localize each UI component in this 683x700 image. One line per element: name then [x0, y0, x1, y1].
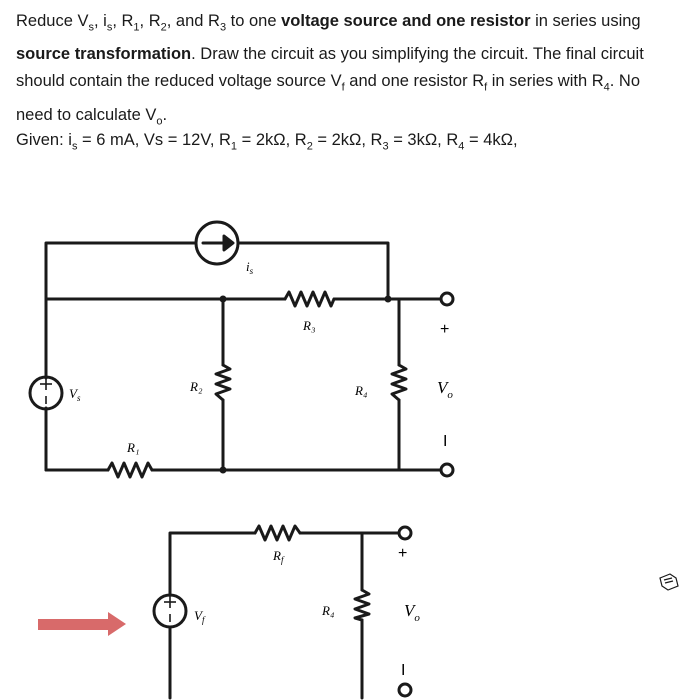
- text: = 3kΩ, R: [388, 131, 459, 149]
- text: in series using: [530, 12, 641, 30]
- text: . Draw the circuit as you simplifying th…: [16, 45, 644, 91]
- problem-statement: Reduce Vs, is, R1, R2, and R3 to one vol…: [16, 8, 680, 135]
- text: 4: [603, 81, 610, 94]
- label-is: is: [246, 259, 254, 276]
- label-vs: Vs: [69, 386, 81, 403]
- text: = 2kΩ, R: [312, 131, 383, 149]
- terminal-icon: [439, 462, 455, 478]
- label-r4b: R₄: [321, 603, 335, 618]
- text: 4: [458, 140, 465, 153]
- resistor-r4b-icon: [353, 588, 371, 622]
- arrow-icon: [38, 612, 126, 636]
- text: 2: [160, 21, 167, 34]
- minus-sign: I: [443, 433, 447, 450]
- terminal-icon: [397, 525, 413, 541]
- text: f: [484, 81, 488, 94]
- plus-sign-2: +: [398, 545, 407, 562]
- resistor-r4-icon: [390, 363, 408, 402]
- text: , i: [93, 12, 107, 30]
- text: Reduce V: [16, 12, 89, 30]
- text: , and R: [166, 12, 220, 30]
- junction-dot: [384, 295, 392, 303]
- plus-sign: +: [440, 321, 449, 338]
- hand-cursor-icon: [659, 573, 679, 591]
- text: s: [106, 21, 113, 34]
- label-vo2: Vo: [404, 601, 420, 624]
- resistor-r3-icon: [283, 290, 336, 308]
- minus-sign-2: I: [401, 662, 405, 679]
- resistor-r2-icon: [214, 363, 232, 402]
- text: = 4kΩ,: [464, 131, 518, 149]
- text: and one resistor R: [344, 72, 485, 91]
- label-vf: Vf: [194, 608, 206, 625]
- text: = 6 mA, Vs = 12V, R: [77, 131, 231, 149]
- bold-text: source transformation: [16, 45, 192, 64]
- text: . No need to calculate V: [16, 72, 641, 124]
- junction-dot: [219, 466, 227, 474]
- resistor-rf-icon: [253, 524, 302, 542]
- text: 1: [133, 21, 140, 34]
- label-r2: R₂: [189, 379, 203, 394]
- text: = 2kΩ, R: [237, 131, 307, 149]
- problem-paragraph: Reduce Vs, is, R1, R2, and R3 to one vol…: [16, 8, 680, 135]
- label-rf: Rf: [272, 548, 285, 565]
- text: 2: [306, 140, 313, 153]
- label-r1: R₁: [126, 440, 139, 455]
- voltage-source-vf-icon: [152, 593, 188, 629]
- terminal-icon: [397, 682, 413, 698]
- junction-dot: [219, 295, 227, 303]
- text: 3: [382, 140, 389, 153]
- terminal-icon: [439, 291, 455, 307]
- voltage-source-icon: [28, 375, 64, 411]
- text: f: [341, 81, 345, 94]
- text: Given: i: [16, 131, 72, 149]
- text: s: [88, 21, 94, 34]
- label-r3: R₃: [302, 318, 315, 333]
- bold-text: voltage source and one resistor: [281, 12, 531, 30]
- label-r4: R₄: [354, 383, 368, 398]
- label-vo: Vo: [437, 378, 453, 401]
- text: 1: [230, 140, 238, 153]
- current-source-icon: [194, 220, 240, 266]
- circuit-1-wires: [44, 241, 442, 472]
- text: o: [156, 114, 163, 127]
- text: , R: [112, 12, 134, 30]
- text: 3: [219, 21, 227, 34]
- text: , R: [139, 12, 161, 30]
- text: in series with R: [487, 72, 604, 91]
- text: .: [162, 105, 168, 124]
- resistor-r1-icon: [106, 461, 154, 479]
- circuit-2-wires: [168, 531, 400, 700]
- given-values: Given: is = 6 mA, Vs = 12V, R1 = 2kΩ, R2…: [16, 131, 518, 152]
- text: s: [71, 140, 78, 153]
- text: to one: [226, 12, 282, 30]
